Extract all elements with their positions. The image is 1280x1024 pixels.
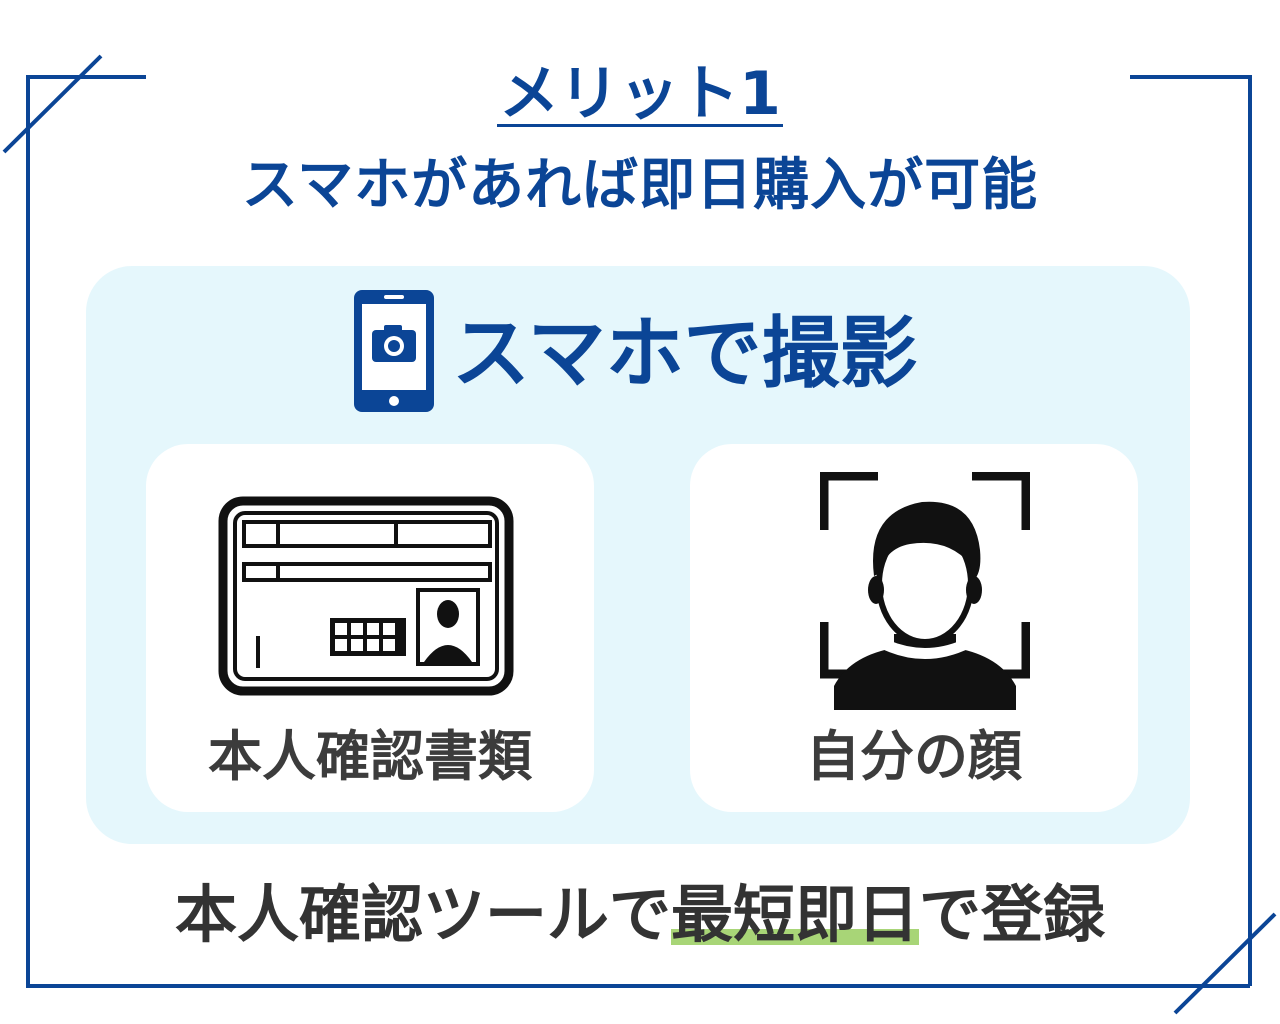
card-id-document: 本人確認書類 bbox=[146, 444, 594, 812]
footer-caption: 本人確認ツールで最短即日で登録 bbox=[0, 876, 1280, 954]
card-label-id-document: 本人確認書類 bbox=[208, 725, 532, 788]
smartphone-camera-icon bbox=[354, 290, 434, 412]
footer-text-after: で登録 bbox=[919, 878, 1106, 951]
face-scan-icon bbox=[820, 472, 1030, 710]
footer-text-before: 本人確認ツールで bbox=[174, 878, 671, 951]
headline: スマホがあれば即日購入が可能 bbox=[241, 153, 1039, 218]
panel-title: スマホで撮影 bbox=[452, 309, 918, 399]
merit-label: メリット1 bbox=[497, 59, 783, 129]
footer-text-highlight: 最短即日 bbox=[670, 878, 919, 951]
card-label-face: 自分の顔 bbox=[806, 725, 1022, 788]
card-face: 自分の顔 bbox=[690, 444, 1138, 812]
id-card-icon bbox=[218, 496, 514, 696]
